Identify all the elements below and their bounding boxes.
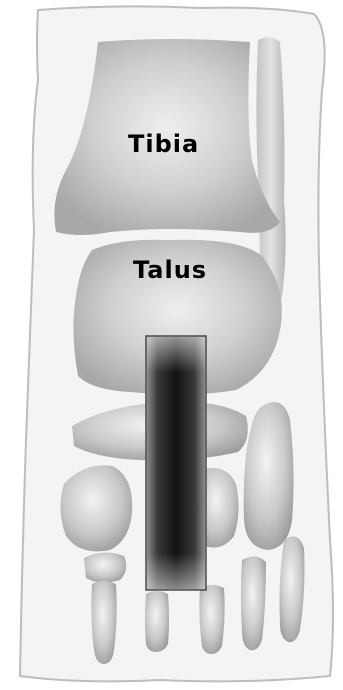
- metatarsal-4: [241, 556, 266, 650]
- metatarsal-2: [145, 591, 169, 652]
- metatarsal-3: [199, 585, 224, 654]
- medial-cuneiform-bone: [60, 465, 132, 551]
- ankle-implant: [146, 336, 206, 590]
- first-metatarsal-base: [84, 552, 126, 582]
- talus-label: Talus: [133, 256, 207, 284]
- tibia-label: Tibia: [128, 130, 199, 158]
- metatarsal-1: [91, 581, 116, 664]
